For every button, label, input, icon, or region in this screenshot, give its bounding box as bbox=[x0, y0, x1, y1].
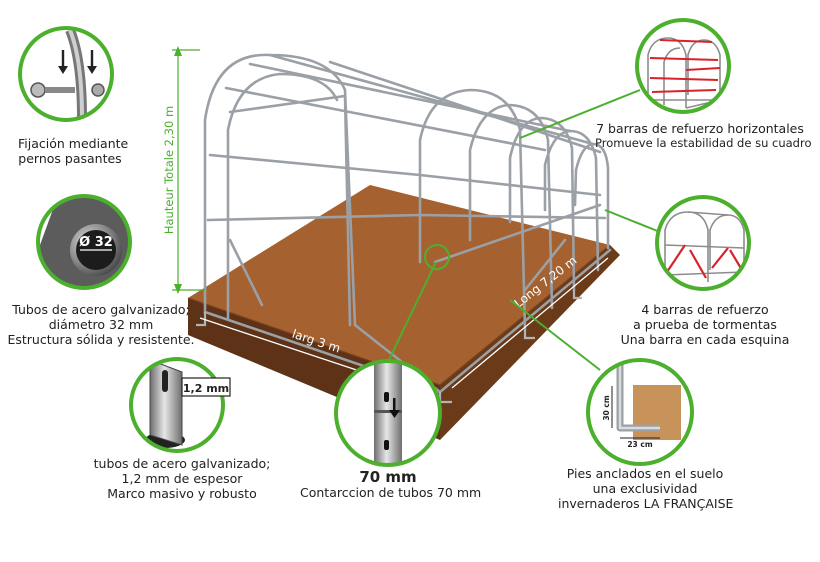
anchors-caption: Pies anclados en el suelo una exclusivid… bbox=[558, 466, 734, 511]
length-dimension bbox=[451, 257, 609, 389]
horizontal-bars-callout-circle bbox=[635, 18, 731, 114]
anchors-callout-circle bbox=[586, 358, 694, 466]
joint-highlight-circle bbox=[424, 244, 450, 270]
tube-caption-line-1: Tubos de acero galvanizado; bbox=[12, 302, 190, 317]
thickness-callout-circle bbox=[129, 357, 225, 453]
thickness-caption-line-3: Marco masivo y robusto bbox=[107, 486, 257, 501]
thickness-badge: 1,2 mm bbox=[183, 382, 229, 395]
storm-bars-caption-line-2: a prueba de tormentas bbox=[633, 317, 777, 332]
callout-connectors bbox=[387, 89, 661, 371]
contraction-caption-line-1: Contarccion de tubos 70 mm bbox=[300, 485, 482, 500]
bolt-icon bbox=[30, 82, 105, 98]
fixing-caption-line-1: Fijación mediante bbox=[18, 136, 129, 151]
tube-caption-line-3: Estructura sólida y resistente. bbox=[7, 332, 195, 347]
tube-caption-line-2: diámetro 32 mm bbox=[48, 317, 154, 332]
soil-top bbox=[188, 185, 610, 385]
greenhouse-frame bbox=[203, 53, 612, 394]
anchors-caption-line-2: una exclusividad bbox=[592, 481, 698, 496]
height-dimension bbox=[172, 46, 205, 294]
fixing-caption-line-2: pernos pasantes bbox=[18, 151, 122, 166]
anchor-horizontal-dim: 23 cm bbox=[627, 440, 652, 449]
height-label: Hauteur Totale 2,30 m bbox=[162, 106, 176, 234]
horizontal-bars-caption: 7 barras de refuerzo horizontales Promue… bbox=[595, 121, 812, 151]
thickness-caption-line-1: tubos de acero galvanizado; bbox=[93, 456, 271, 471]
horizontal-bars-caption-line-2: Promueve la estabilidad de su cuadro bbox=[595, 136, 812, 150]
horizontal-bars-caption-line-1: 7 barras de refuerzo horizontales bbox=[596, 121, 804, 136]
thickness-caption-line-2: 1,2 mm de espesor bbox=[121, 471, 243, 486]
storm-bars-caption-line-3: Una barra en cada esquina bbox=[620, 332, 790, 347]
storm-bars-caption: 4 barras de refuerzo a prueba de torment… bbox=[620, 302, 790, 347]
anchors-caption-line-3: invernaderos LA FRANÇAISE bbox=[558, 496, 734, 511]
tube-diameter-label: Ø 32 bbox=[79, 235, 113, 250]
tube-callout-circle bbox=[36, 194, 132, 290]
thickness-badge-box bbox=[181, 377, 231, 397]
tube-caption: Tubos de acero galvanizado; diámetro 32 … bbox=[6, 302, 196, 347]
storm-bars-callout-circle bbox=[655, 195, 751, 291]
fixing-callout-circle bbox=[18, 26, 114, 122]
arrow-down-icon bbox=[58, 50, 97, 74]
contraction-title: 70 mm bbox=[300, 470, 476, 485]
contraction-callout-circle bbox=[334, 359, 442, 467]
storm-bars-caption-line-1: 4 barras de refuerzo bbox=[641, 302, 769, 317]
thickness-caption: tubos de acero galvanizado; 1,2 mm de es… bbox=[92, 456, 272, 501]
arrow-down-icon bbox=[389, 398, 400, 418]
anchor-vertical-dim: 30 cm bbox=[602, 395, 611, 420]
anchors-caption-line-1: Pies anclados en el suelo bbox=[566, 466, 724, 481]
contraction-title-text: 70 mm bbox=[359, 468, 417, 486]
fixing-caption: Fijación mediante pernos pasantes bbox=[18, 136, 129, 166]
contraction-caption: 70 mm Contarccion de tubos 70 mm bbox=[300, 470, 482, 501]
